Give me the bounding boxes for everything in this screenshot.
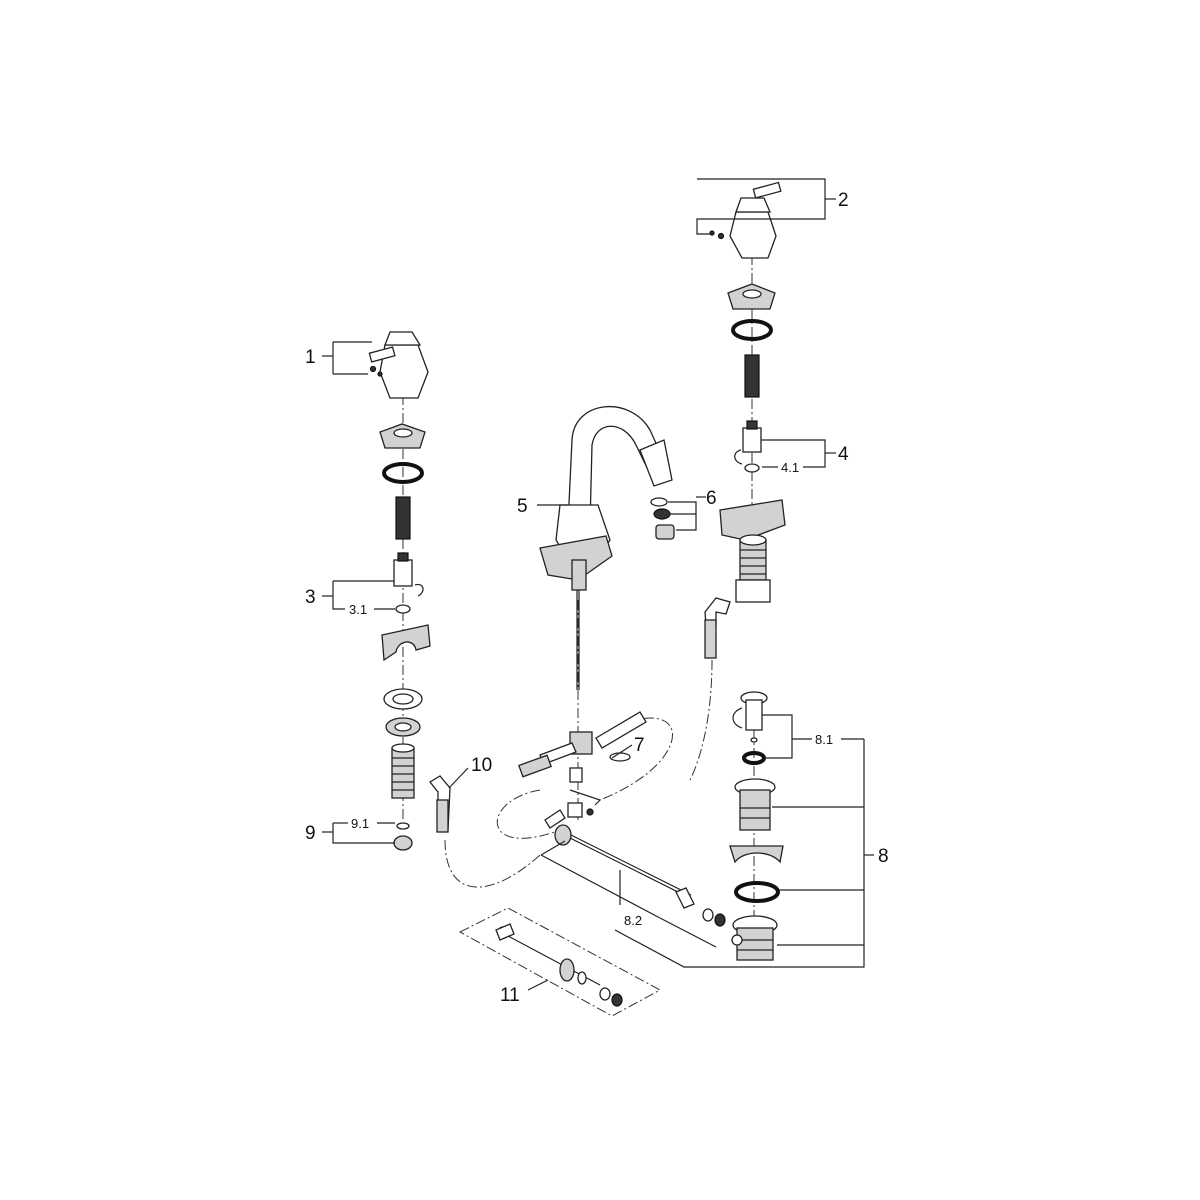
left-washer xyxy=(383,688,423,710)
right-spindle-extension xyxy=(744,354,760,398)
extension-kit-box xyxy=(458,907,662,1017)
left-handle-assembly xyxy=(368,331,429,399)
callout-6: 6 xyxy=(706,488,717,509)
callout-3: 3 xyxy=(305,587,316,608)
left-spindle-extension xyxy=(395,496,411,540)
right-o-ring xyxy=(731,319,773,341)
callout-4: 4 xyxy=(838,444,849,465)
left-nut xyxy=(385,717,421,737)
left-valve-cartridge xyxy=(393,552,424,597)
callout-8-2: 8.2 xyxy=(624,913,642,928)
callout-11: 11 xyxy=(500,985,520,1006)
drain-gasket xyxy=(729,845,784,864)
right-handle-assembly xyxy=(709,181,782,259)
left-threaded-shank xyxy=(391,743,415,799)
callout-4-1: 4.1 xyxy=(781,460,799,475)
callout-5: 5 xyxy=(517,496,528,517)
aerator xyxy=(650,497,675,540)
drain-body xyxy=(731,915,778,961)
callout-leaders xyxy=(322,178,874,991)
right-threaded-body xyxy=(735,534,771,603)
left-connector-nuts xyxy=(393,822,413,851)
left-o-ring xyxy=(382,462,424,484)
callout-8: 8 xyxy=(878,846,889,867)
left-mounting-gasket xyxy=(381,624,431,662)
callout-9: 9 xyxy=(305,823,316,844)
right-mounting-gasket xyxy=(719,499,786,541)
drain-o-ring xyxy=(734,881,780,903)
callout-7: 7 xyxy=(634,735,645,756)
callout-8-1: 8.1 xyxy=(815,732,833,747)
drain-flange-upper xyxy=(734,778,776,831)
right-escutcheon xyxy=(727,283,776,310)
left-escutcheon xyxy=(379,423,426,449)
callout-1: 1 xyxy=(305,347,316,368)
left-small-o-ring xyxy=(395,604,411,614)
callout-10: 10 xyxy=(471,755,492,776)
right-valve-cartridge xyxy=(734,420,762,465)
callout-2: 2 xyxy=(838,190,849,211)
callout-labels: 1 2 3 3.1 4 4.1 5 6 7 8 8.1 8.2 9 9.1 10… xyxy=(305,190,889,1006)
left-elbow-hose xyxy=(429,775,451,833)
callout-9-1: 9.1 xyxy=(351,816,369,831)
right-elbow-hose xyxy=(704,597,731,659)
pop-up-linkage xyxy=(544,802,726,927)
right-small-o-ring xyxy=(744,463,760,473)
callout-3-1: 3.1 xyxy=(349,602,367,617)
spout xyxy=(539,406,673,690)
tee-connector xyxy=(518,711,647,783)
pop-up-stopper xyxy=(732,691,768,765)
